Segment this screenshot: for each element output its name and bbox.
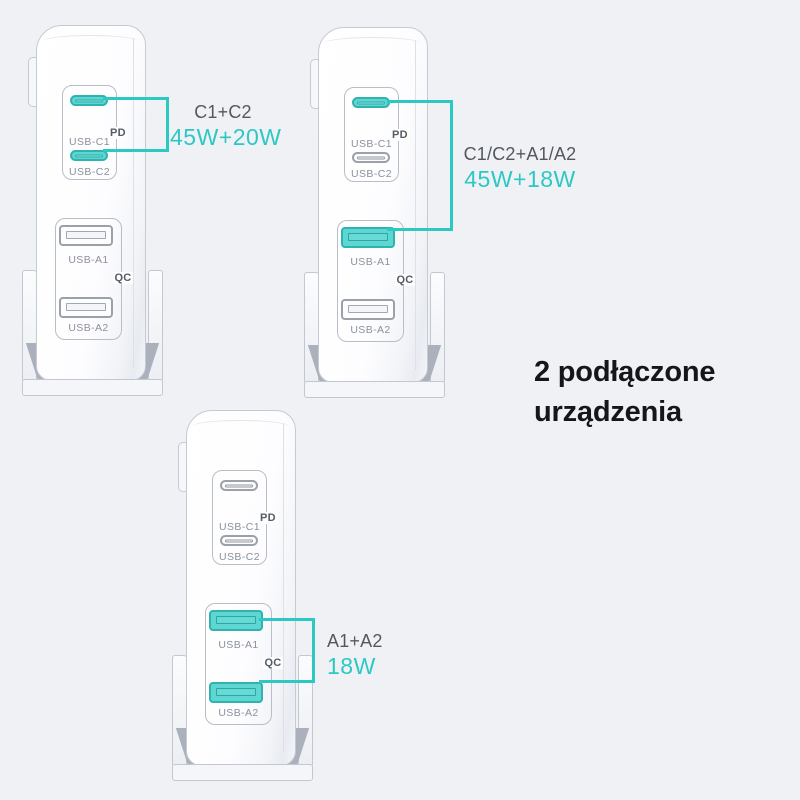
charger-body xyxy=(318,27,428,383)
usb-c1-port xyxy=(352,97,390,108)
usb-c2-label: USB-C2 xyxy=(351,168,392,180)
usb-c1-label: USB-C1 xyxy=(69,136,110,148)
callout-1-value: 45W+20W xyxy=(170,124,282,150)
charger-3: USB-C1 PD USB-C2 USB-A1 QC USB-A2 xyxy=(170,410,315,782)
qc-label: QC xyxy=(113,272,133,284)
page-title: 2 podłączone urządzenia xyxy=(534,356,716,428)
usb-a-tongue xyxy=(216,688,256,696)
usb-c2-label: USB-C2 xyxy=(69,166,110,178)
charger-body xyxy=(186,410,296,766)
callout-1-label: C1+C2 xyxy=(194,102,252,122)
callout-bracket-2 xyxy=(387,100,453,231)
side-crease-line xyxy=(282,423,284,753)
usb-a2-port xyxy=(59,297,113,318)
pd-label: PD xyxy=(258,512,278,524)
charger-2: USB-C1 PD USB-C2 USB-A1 QC USB-A2 xyxy=(302,27,447,399)
stand-base xyxy=(304,381,445,398)
stand-base xyxy=(172,764,313,781)
usb-c2-port xyxy=(70,150,108,161)
callout-3-label: A1+A2 xyxy=(327,631,383,651)
usb-a-tongue xyxy=(66,303,106,311)
usb-a1-label: USB-A1 xyxy=(218,639,259,651)
qc-label: QC xyxy=(263,657,283,669)
usb-c-slot xyxy=(225,484,253,487)
usb-c-slot xyxy=(75,99,103,102)
top-bevel-line xyxy=(42,35,139,48)
usb-a2-label: USB-A2 xyxy=(350,324,391,336)
callout-1: C1+C2 45W+20W xyxy=(170,100,282,151)
usb-a2-label: USB-A2 xyxy=(68,322,109,334)
qc-label: QC xyxy=(395,274,415,286)
usb-a2-label: USB-A2 xyxy=(218,707,259,719)
callout-2: C1/C2+A1/A2 45W+18W xyxy=(455,142,585,193)
stand-base xyxy=(22,379,163,396)
side-crease-line xyxy=(414,40,416,370)
pd-label: PD xyxy=(108,127,128,139)
callout-3: A1+A2 18W xyxy=(327,629,447,680)
usb-c1-port xyxy=(220,480,258,491)
usb-c1-label: USB-C1 xyxy=(219,521,260,533)
usb-a-tongue xyxy=(348,233,388,241)
usb-a-tongue xyxy=(348,305,388,313)
callout-bracket-1 xyxy=(103,97,169,152)
usb-a1-label: USB-A1 xyxy=(350,256,391,268)
top-bevel-line xyxy=(192,420,289,433)
usb-c-slot xyxy=(357,101,385,104)
usb-a1-port xyxy=(341,227,395,248)
callout-2-label: C1/C2+A1/A2 xyxy=(463,144,577,164)
usb-c-slot xyxy=(75,154,103,157)
usb-c-slot xyxy=(225,539,253,542)
usb-c1-label: USB-C1 xyxy=(351,138,392,150)
charger-1: USB-C1 PD USB-C2 USB-A1 QC USB-A2 xyxy=(20,25,165,397)
top-bevel-line xyxy=(324,37,421,50)
usb-c2-port xyxy=(220,535,258,546)
usb-a-tongue xyxy=(66,231,106,239)
usb-a2-port xyxy=(341,299,395,320)
usb-c-slot xyxy=(357,156,385,159)
callout-3-value: 18W xyxy=(327,653,376,679)
charger-body xyxy=(36,25,146,381)
callout-2-value: 45W+18W xyxy=(464,166,576,192)
usb-a1-port xyxy=(59,225,113,246)
usb-a1-port xyxy=(209,610,263,631)
usb-c1-port xyxy=(70,95,108,106)
usb-a-tongue xyxy=(216,616,256,624)
usb-a1-label: USB-A1 xyxy=(68,254,109,266)
side-crease-line xyxy=(132,38,134,368)
usb-a2-port xyxy=(209,682,263,703)
callout-bracket-3 xyxy=(259,618,315,683)
usb-c2-label: USB-C2 xyxy=(219,551,260,563)
pd-label: PD xyxy=(390,129,410,141)
usb-c2-port xyxy=(352,152,390,163)
